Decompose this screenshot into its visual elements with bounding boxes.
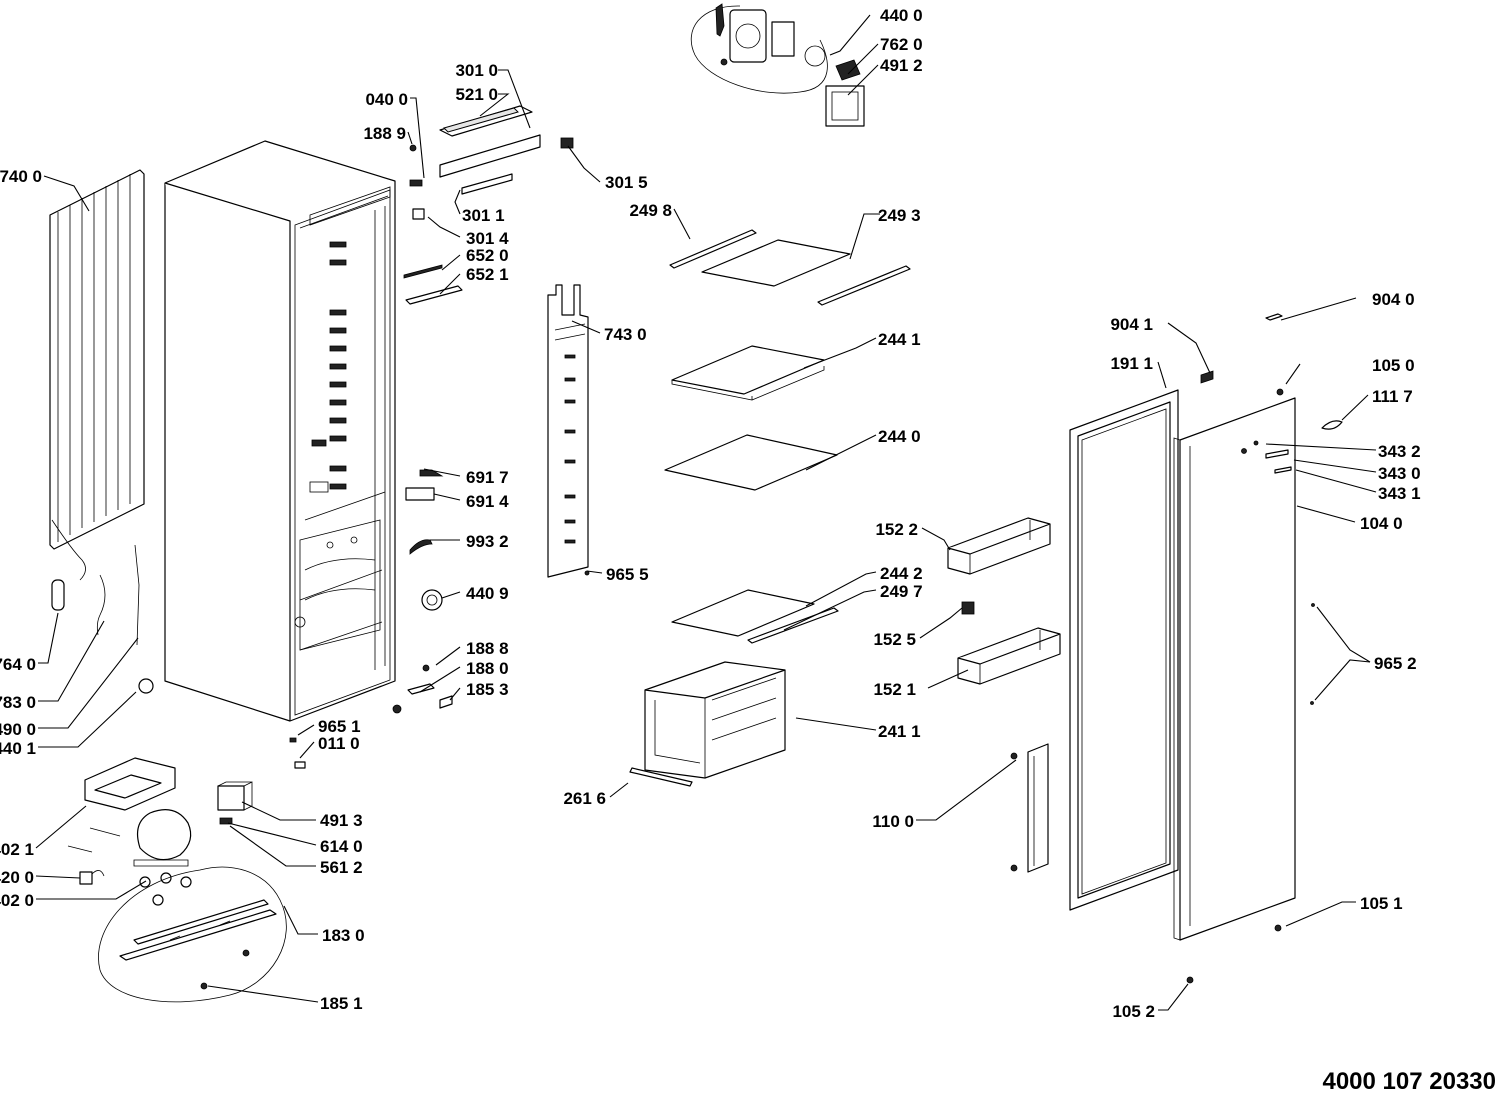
label-152-1: 152 1 [873,680,916,699]
label-764-0: 764 0 [0,655,36,674]
condenser-coil [49,169,154,694]
label-104-0: 104 0 [1360,514,1403,533]
label-105-1: 105 1 [1360,894,1403,913]
label-343-1: 343 1 [1378,484,1421,503]
label-491-2: 491 2 [880,56,923,75]
label-191-1: 191 1 [1110,354,1153,373]
label-993-2: 993 2 [466,532,509,551]
door-gasket [1069,389,1179,911]
door-handle-part [1010,743,1049,873]
label-105-2: 105 2 [1112,1002,1155,1021]
label-521-0: 521 0 [455,85,498,104]
label-402-1: 402 1 [0,840,34,859]
label-491-3: 491 3 [320,811,363,830]
label-185-1: 185 1 [320,994,363,1013]
label-743-0: 743 0 [604,325,647,344]
label-904-0: 904 0 [1372,290,1415,309]
fan-assembly-group [690,3,865,127]
label-740-0: 740 0 [0,167,42,186]
label-440-0: 440 0 [880,6,923,25]
label-420-0: 420 0 [0,868,34,887]
control-panel-group [403,105,574,305]
door [1173,313,1343,984]
part-labels: 440 0 762 0 491 2 301 0 521 0 040 0 188 … [0,6,1421,1021]
label-241-1: 241 1 [878,722,921,741]
label-301-5: 301 5 [605,173,648,192]
label-301-0: 301 0 [455,61,498,80]
label-261-6: 261 6 [563,789,606,808]
label-343-2: 343 2 [1378,442,1421,461]
document-number: 4000 107 20330 [1322,1068,1496,1095]
label-188-9: 188 9 [363,124,406,143]
air-duct [547,284,590,578]
label-188-8: 188 8 [466,639,509,658]
label-244-1: 244 1 [878,330,921,349]
label-402-0: 402 0 [0,891,34,910]
label-490-0: 490 0 [0,720,36,739]
label-183-0: 183 0 [322,926,365,945]
crisper-drawer [629,661,786,787]
compressor-area [67,757,253,906]
label-111-7: 111 7 [1372,387,1413,406]
label-440-1: 440 1 [0,739,36,758]
label-652-0: 652 0 [466,246,509,265]
label-904-1: 904 1 [1110,315,1153,334]
label-301-1: 301 1 [462,206,505,225]
label-249-8: 249 8 [629,201,672,220]
label-762-0: 762 0 [880,35,923,54]
label-244-2: 244 2 [880,564,923,583]
label-152-2: 152 2 [875,520,918,539]
label-249-7: 249 7 [880,582,923,601]
label-152-5: 152 5 [873,630,916,649]
label-691-7: 691 7 [466,468,509,487]
door-bins [947,517,1061,685]
label-185-3: 185 3 [466,680,509,699]
cabinet [164,140,396,722]
glass-shelves [664,229,911,644]
label-965-5: 965 5 [606,565,649,584]
label-965-2: 965 2 [1374,654,1417,673]
base-plate-group [98,866,287,1003]
label-188-0: 188 0 [466,659,509,678]
label-440-9: 440 9 [466,584,509,603]
label-105-0: 105 0 [1372,356,1415,375]
label-011-0: 011 0 [318,734,360,753]
label-249-3: 249 3 [878,206,921,225]
label-561-2: 561 2 [320,858,363,877]
label-110-0: 110 0 [872,812,914,831]
label-614-0: 614 0 [320,837,363,856]
label-040-0: 040 0 [365,90,408,109]
label-783-0: 783 0 [0,693,36,712]
label-965-1: 965 1 [318,717,361,736]
leader-lines [35,14,1377,1011]
label-244-0: 244 0 [878,427,921,446]
label-343-0: 343 0 [1378,464,1421,483]
label-301-4: 301 4 [466,229,509,248]
label-691-4: 691 4 [466,492,509,511]
label-652-1: 652 1 [466,265,509,284]
